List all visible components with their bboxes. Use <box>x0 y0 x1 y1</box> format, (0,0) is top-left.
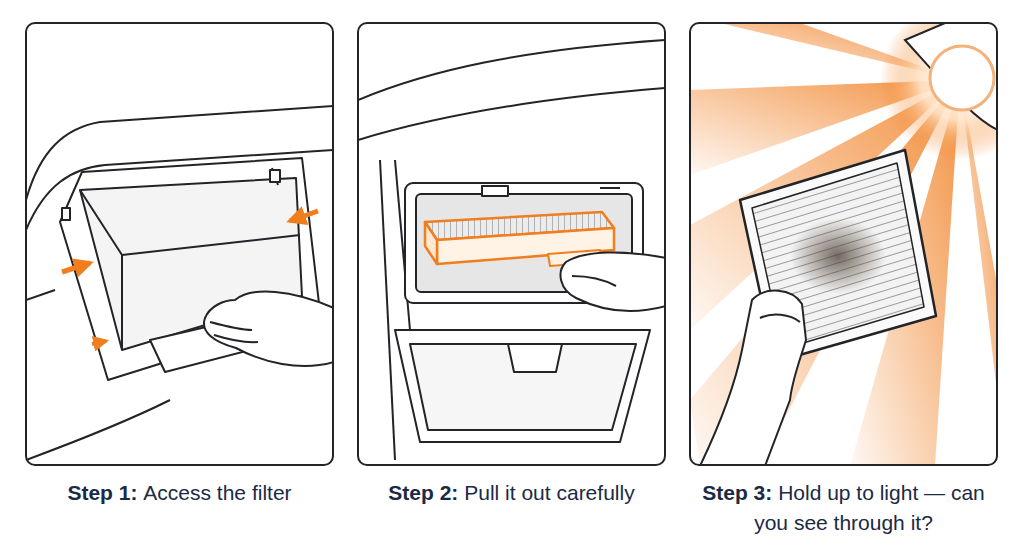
step-caption: Step 3:Hold up to light — can you see th… <box>699 478 989 538</box>
light-test-scene <box>690 23 997 465</box>
step-number: Step 3: <box>702 481 772 504</box>
step-panel: Step 1:Access the filter <box>25 22 334 466</box>
step-caption: Step 1: Access the filter <box>10 478 350 508</box>
filter-removal-scene <box>358 40 665 460</box>
step-caption: Step 2: Pull it out carefully <box>342 478 682 508</box>
step-number: Step 1: <box>67 481 137 504</box>
step-panel: Step 3:Hold up to light — can you see th… <box>689 22 998 466</box>
step-instruction: Hold up to light — can you see through i… <box>754 481 985 534</box>
glovebox-open-scene <box>26 106 333 460</box>
step-instruction: Access the filter <box>143 481 291 504</box>
step-number: Step 2: <box>388 481 458 504</box>
step-panel: Step 2:Pull it out carefully <box>357 22 666 466</box>
step-instruction: Pull it out carefully <box>464 481 634 504</box>
